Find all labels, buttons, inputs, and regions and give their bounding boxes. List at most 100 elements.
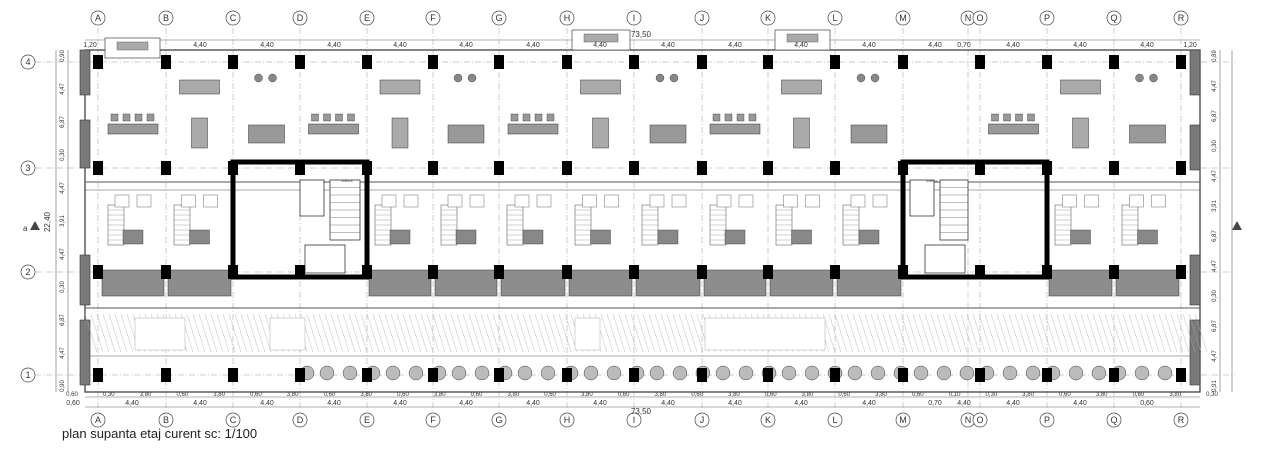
svg-text:2: 2 xyxy=(25,267,30,277)
svg-text:A: A xyxy=(95,415,101,425)
column-E-1 xyxy=(362,368,372,382)
top-span-3: 4,40 xyxy=(327,42,341,49)
bottom-detail-7: 0,60 xyxy=(324,392,336,398)
top-span-12: 4,40 xyxy=(928,42,942,49)
column-C-4 xyxy=(228,55,238,69)
building-envelope xyxy=(84,49,1201,393)
axis-bubble-B-bottom: B xyxy=(158,412,174,428)
axis-bubble-I-bottom: I xyxy=(626,412,642,428)
svg-text:G: G xyxy=(495,415,502,425)
left-dim-5: 3,91 xyxy=(60,215,66,227)
column-K-1 xyxy=(763,368,773,382)
axis-bubble-J-bottom: J xyxy=(694,412,710,428)
bottom-detail-9: 0,60 xyxy=(397,392,409,398)
unit-stair-8 xyxy=(641,204,659,246)
right-dim-4: 4,47 xyxy=(1212,170,1218,182)
right-dim-3: 0,30 xyxy=(1212,140,1218,152)
axis-bubble-M-top: M xyxy=(895,10,911,26)
column-B-3 xyxy=(161,161,171,175)
bottom-detail-17: 0,60 xyxy=(691,392,703,398)
axis-bubble-J-top: J xyxy=(694,10,710,26)
bottom-detail-6: 3,80 xyxy=(287,392,299,398)
axis-bubble-Q-top: Q xyxy=(1106,10,1122,26)
svg-text:1: 1 xyxy=(25,370,30,380)
unit-stair-1 xyxy=(173,204,191,246)
right-dim-2: 6,87 xyxy=(1212,110,1218,122)
axis-bubble-F-bottom: F xyxy=(425,412,441,428)
bottom-span-10: 4,40 xyxy=(728,400,742,407)
column-H-1 xyxy=(562,368,572,382)
column-C-1 xyxy=(228,368,238,382)
svg-text:P: P xyxy=(1044,13,1050,23)
bottom-detail-13: 0,60 xyxy=(544,392,556,398)
column-P-2 xyxy=(1042,265,1052,279)
bottom-detail-2: 3,80 xyxy=(140,392,152,398)
column-F-3 xyxy=(428,161,438,175)
left-dim-1: 4,47 xyxy=(60,83,66,95)
svg-text:F: F xyxy=(430,13,436,23)
bottom-span-2: 4,40 xyxy=(193,400,207,407)
column-P-3 xyxy=(1042,161,1052,175)
terrace-deck xyxy=(134,317,826,351)
column-Q-3 xyxy=(1109,161,1119,175)
section-marker-right xyxy=(1232,221,1242,230)
column-D-4 xyxy=(295,55,305,69)
drawing-caption: plan supanta etaj curent sc: 1/100 xyxy=(62,426,258,441)
axis-bubble-A-bottom: A xyxy=(90,412,106,428)
bottom-detail-19: 0,60 xyxy=(765,392,777,398)
unit-stair-7 xyxy=(574,204,592,246)
right-dim-10: 4,47 xyxy=(1212,350,1218,362)
unit-stair-10 xyxy=(775,204,793,246)
svg-text:R: R xyxy=(1178,415,1185,425)
column-M-3 xyxy=(898,161,908,175)
svg-text:E: E xyxy=(364,13,370,23)
axis-bubble-E-bottom: E xyxy=(359,412,375,428)
bottom-detail-18: 3,80 xyxy=(728,392,740,398)
column-A-1 xyxy=(93,368,103,382)
left-dim-9: 4,47 xyxy=(60,347,66,359)
svg-text:Q: Q xyxy=(1110,13,1117,23)
left-dim-7: 0,30 xyxy=(60,281,66,293)
column-A-4 xyxy=(93,55,103,69)
column-F-2 xyxy=(428,265,438,279)
elevator-right xyxy=(909,179,935,217)
axis-bubble-P-bottom: P xyxy=(1039,412,1055,428)
shaft-left xyxy=(304,244,346,274)
bottom-span-17: 0,60 xyxy=(1140,400,1154,407)
unit-stair-6 xyxy=(506,204,524,246)
bottom-detail-23: 0,60 xyxy=(912,392,924,398)
right-dim-0: 0,89 xyxy=(1212,50,1218,62)
column-L-1 xyxy=(830,368,840,382)
bottom-detail-1: 0,30 xyxy=(103,392,115,398)
top-span-8: 4,40 xyxy=(661,42,675,49)
column-E-3 xyxy=(362,161,372,175)
core-stair-right xyxy=(939,179,969,241)
bottom-detail-26: 3,80 xyxy=(1022,392,1034,398)
svg-text:E: E xyxy=(364,415,370,425)
furniture-layout xyxy=(101,73,1180,381)
axis-bubble-row-2: 2 xyxy=(20,264,36,280)
column-K-3 xyxy=(763,161,773,175)
svg-text:N: N xyxy=(965,13,972,23)
column-D-2 xyxy=(295,265,305,279)
axis-bubble-row-1: 1 xyxy=(20,367,36,383)
bottom-detail-14: 3,80 xyxy=(581,392,593,398)
top-span-14: 4,40 xyxy=(1006,42,1020,49)
column-M-4 xyxy=(898,55,908,69)
column-H-2 xyxy=(562,265,572,279)
column-L-2 xyxy=(830,265,840,279)
bottom-detail-10: 3,80 xyxy=(434,392,446,398)
bottom-detail-8: 3,80 xyxy=(360,392,372,398)
bottom-span-15: 4,40 xyxy=(1006,400,1020,407)
svg-text:R: R xyxy=(1178,13,1185,23)
bay-furniture-2 xyxy=(786,33,819,43)
svg-text:3: 3 xyxy=(25,163,30,173)
svg-text:D: D xyxy=(297,415,304,425)
top-span-4: 4,40 xyxy=(393,42,407,49)
axis-bubble-H-bottom: H xyxy=(559,412,575,428)
facade-panel-right-3 xyxy=(1189,319,1201,386)
svg-text:H: H xyxy=(564,13,571,23)
top-span-15: 4,40 xyxy=(1073,42,1087,49)
